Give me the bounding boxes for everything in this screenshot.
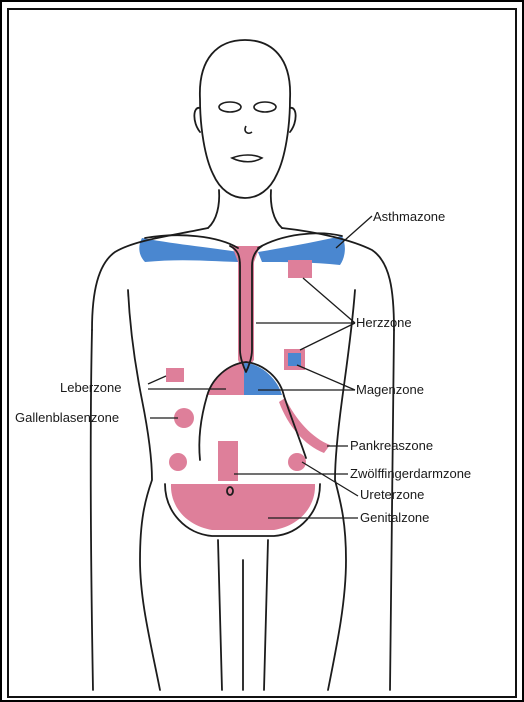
- genitalzone-area: [171, 484, 315, 530]
- neck-left: [208, 190, 219, 228]
- zones: [139, 236, 345, 530]
- label-asthmazone: Asthmazone: [373, 209, 445, 224]
- leber-dome: [207, 363, 244, 395]
- magenzone-square: [288, 353, 301, 366]
- ear-left: [194, 108, 200, 132]
- herzzone-square-upper: [288, 260, 312, 278]
- leg-left: [218, 540, 222, 690]
- mouth: [232, 155, 262, 162]
- zwoelffingerdarmzone-bar: [218, 441, 238, 481]
- label-genitalzone: Genitalzone: [360, 510, 429, 525]
- label-herzzone: Herzzone: [356, 315, 412, 330]
- ureterzone-circle-right: [288, 453, 306, 471]
- eye-left: [219, 102, 241, 112]
- label-leberzone: Leberzone: [60, 380, 121, 395]
- ear-right: [290, 108, 296, 132]
- head-outline: [200, 40, 290, 198]
- label-gallenblasenzone: Gallenblasenzone: [15, 410, 119, 425]
- leader-herz-square-lower: [300, 323, 355, 350]
- torso-right: [328, 290, 355, 690]
- nose: [245, 126, 252, 133]
- eye-right: [254, 102, 276, 112]
- leader-leber: [148, 376, 166, 384]
- leberzone-square: [166, 368, 184, 382]
- neck-right: [271, 190, 282, 228]
- label-zwoelffingerdarmzone: Zwölffingerdarmzone: [350, 466, 471, 481]
- face: [219, 102, 276, 162]
- leg-right: [264, 540, 268, 690]
- label-pankreaszone: Pankreaszone: [350, 438, 433, 453]
- sternum-zone: [232, 246, 260, 372]
- asthma-zone: [139, 238, 245, 262]
- body-outline: [91, 40, 394, 690]
- ureterzone-circle-left: [169, 453, 187, 471]
- rib-left-down: [199, 396, 207, 460]
- label-magenzone: Magenzone: [356, 382, 424, 397]
- leader-herz-square: [303, 278, 355, 323]
- torso-left: [128, 290, 160, 690]
- label-ureterzone: Ureterzone: [360, 487, 424, 502]
